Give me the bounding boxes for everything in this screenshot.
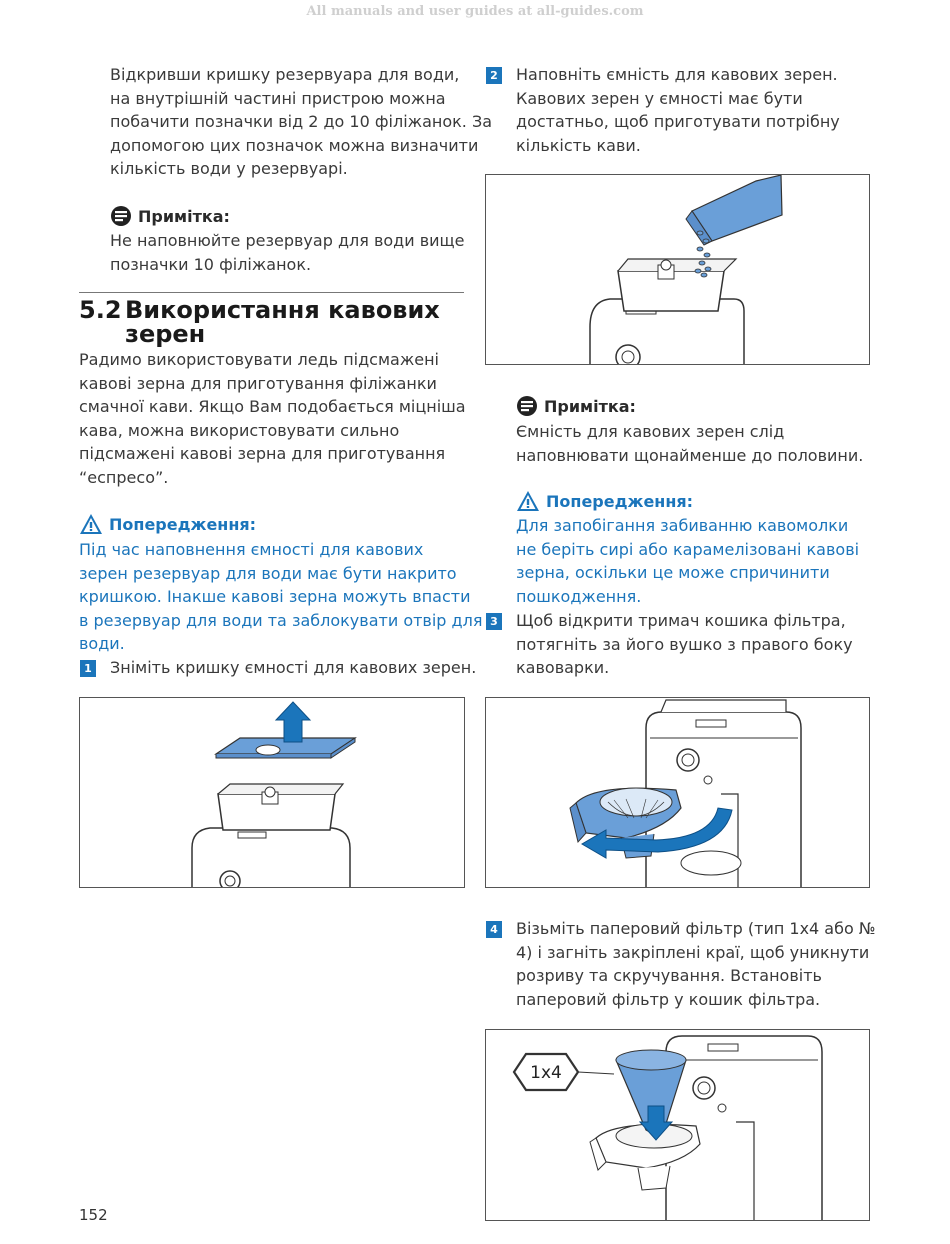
warning-triangle-icon <box>517 491 539 511</box>
warning-heading: Попередження: <box>516 490 693 512</box>
figure-remove-lid <box>79 697 465 888</box>
text-line: в резервуар для води та заблокувати отві… <box>79 610 483 630</box>
text-line: наповнювати щонайменше до половини. <box>516 445 864 465</box>
text-line: 4) і загніть закріплені краї, щоб уникну… <box>516 942 870 962</box>
text-line: Ємність для кавових зерен слід <box>516 422 785 441</box>
section-paragraph: Радимо використовувати ледь підсмажені к… <box>79 348 466 490</box>
note-heading: Примітка: <box>110 205 230 227</box>
text-line: смачної кави. Якщо Вам подобається міцні… <box>79 397 466 417</box>
figure-fill-beans <box>485 174 870 365</box>
text-line: підсмажені кавові зерна для приготування <box>79 444 446 464</box>
text-line: побачити позначки від 2 до 10 філіжанок.… <box>110 112 493 132</box>
section-number: 5.2 <box>79 296 122 324</box>
note-label: Примітка: <box>138 206 230 226</box>
warning-heading: Попередження: <box>79 513 256 535</box>
step-3-text: Щоб відкрити тримач кошика фільтра, потя… <box>516 609 853 680</box>
text-line: Для запобігання забиванню кавомолки <box>516 516 849 535</box>
warning-label: Попередження: <box>109 514 257 534</box>
text-line: Зніміть кришку ємності для кавових зерен… <box>110 658 477 677</box>
note-text: Ємність для кавових зерен слід наповнюва… <box>516 420 863 467</box>
illustration-open-filter-holder <box>569 699 802 887</box>
text-line: пошкодження. <box>516 586 642 606</box>
page-number: 152 <box>79 1206 108 1224</box>
step-2-text: Наповніть ємність для кавових зерен. Кав… <box>516 63 840 157</box>
figure-insert-paper-filter: 1x4 <box>485 1029 870 1221</box>
text-line: Не наповнюйте резервуар для води вище <box>110 231 465 250</box>
text-line: на внутрішній частині пристрою можна <box>110 88 446 108</box>
text-line: Відкривши кришку резервуара для води, <box>110 65 460 84</box>
text-line: позначки 10 філіжанок. <box>110 254 312 274</box>
text-line: допомогою цих позначок можна визначити <box>110 135 479 155</box>
illustration-fill-beans <box>589 175 783 364</box>
note-heading: Примітка: <box>516 395 636 417</box>
text-line: Щоб відкрити тримач кошика фільтра, <box>516 611 846 630</box>
text-line: води. <box>79 634 125 654</box>
text-line: кавові зерна для приготування філіжанки <box>79 373 437 393</box>
text-line: Радимо використовувати ледь підсмажені <box>79 350 439 369</box>
text-line: кількість води у резервуарі. <box>110 159 348 179</box>
text-line: паперовий фільтр у кошик фільтра. <box>516 989 821 1009</box>
text-line: кришкою. Інакше кавові зерна можуть впас… <box>79 587 471 607</box>
section-title-cont: зерен <box>125 320 206 348</box>
text-line: Під час наповнення ємності для кавових <box>79 540 424 559</box>
step-number: 3 <box>486 613 502 630</box>
note-icon <box>111 206 131 226</box>
warning-triangle-icon <box>80 514 102 534</box>
step-1-text: Зніміть кришку ємності для кавових зерен… <box>110 656 476 680</box>
text-line: кількість кави. <box>516 135 641 155</box>
text-line: Кавових зерен у ємності має бути <box>516 88 803 108</box>
note-label: Примітка: <box>544 396 636 416</box>
text-line: кавоварки. <box>516 658 610 678</box>
text-line: достатньо, щоб приготувати потрібну <box>516 112 840 132</box>
text-line: “еспресо”. <box>79 467 169 487</box>
illustration-remove-lid <box>191 701 357 887</box>
filter-size-badge: 1x4 <box>530 1063 562 1083</box>
text-line: Візьміть паперовий фільтр (тип 1x4 або № <box>516 919 876 938</box>
figure-open-filter-holder <box>485 697 870 888</box>
illustration-insert-paper-filter: 1x4 <box>512 1035 823 1220</box>
text-line: зерна, оскільки це може спричинити <box>516 563 830 583</box>
step-4-text: Візьміть паперовий фільтр (тип 1x4 або №… <box>516 917 876 1011</box>
warning-text: Під час наповнення ємності для кавових з… <box>79 538 482 656</box>
text-line: не беріть сирі або карамелізовані кавові <box>516 539 860 559</box>
step-number: 4 <box>486 921 502 938</box>
note-icon <box>517 396 537 416</box>
text-line: кава, можна використовувати сильно <box>79 420 400 440</box>
note-text: Не наповнюйте резервуар для води вище по… <box>110 229 464 276</box>
watermark: All manuals and user guides at all-guide… <box>306 4 644 19</box>
text-line: зерен резервуар для води має бути накрит… <box>79 563 457 583</box>
intro-paragraph: Відкривши кришку резервуара для води, на… <box>110 63 492 181</box>
text-line: Наповніть ємність для кавових зерен. <box>516 65 838 84</box>
step-number: 2 <box>486 67 502 84</box>
warning-text: Для запобігання забиванню кавомолки не б… <box>516 514 859 608</box>
step-number: 1 <box>80 660 96 677</box>
warning-label: Попередження: <box>546 491 694 511</box>
section-divider <box>79 292 464 293</box>
text-line: розриву та скручування. Встановіть <box>516 966 822 986</box>
text-line: потягніть за його вушко з правого боку <box>516 634 853 654</box>
section-title: Використання кавових <box>125 296 440 324</box>
